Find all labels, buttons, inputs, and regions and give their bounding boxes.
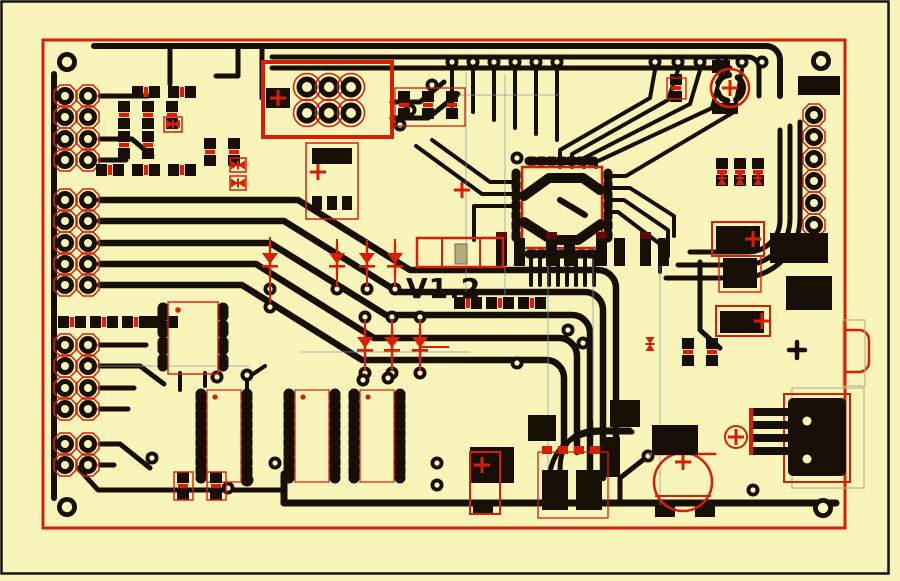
mounting-hole-top-right [811,51,831,71]
version-label: V1.2 [406,272,481,305]
image-frame [0,0,890,575]
electrolytic-cap-top-right [666,60,751,114]
diode-silkscreen-group [262,237,449,371]
mcu-qfp-footprint [511,156,613,259]
smd-cluster-bottom-center [469,400,698,519]
smd-cluster-top-center [394,87,466,127]
top-connector [261,60,394,139]
mounting-hole-top-left [57,52,77,72]
pin-header-left-2 [53,188,100,297]
mounting-hole-bottom-right [813,498,833,518]
tssop-footprints [173,388,406,501]
smd-pad-row-under-mcu [454,232,669,309]
board-outline [41,38,847,530]
crystal-footprint [415,182,505,269]
power-cluster-right [645,76,871,387]
mounting-hole-bottom-left [57,497,77,517]
smd-cluster-top-left [58,86,247,328]
sot223-footprint [305,142,359,220]
usb-connector [724,387,865,489]
soic8-footprint [157,301,229,375]
